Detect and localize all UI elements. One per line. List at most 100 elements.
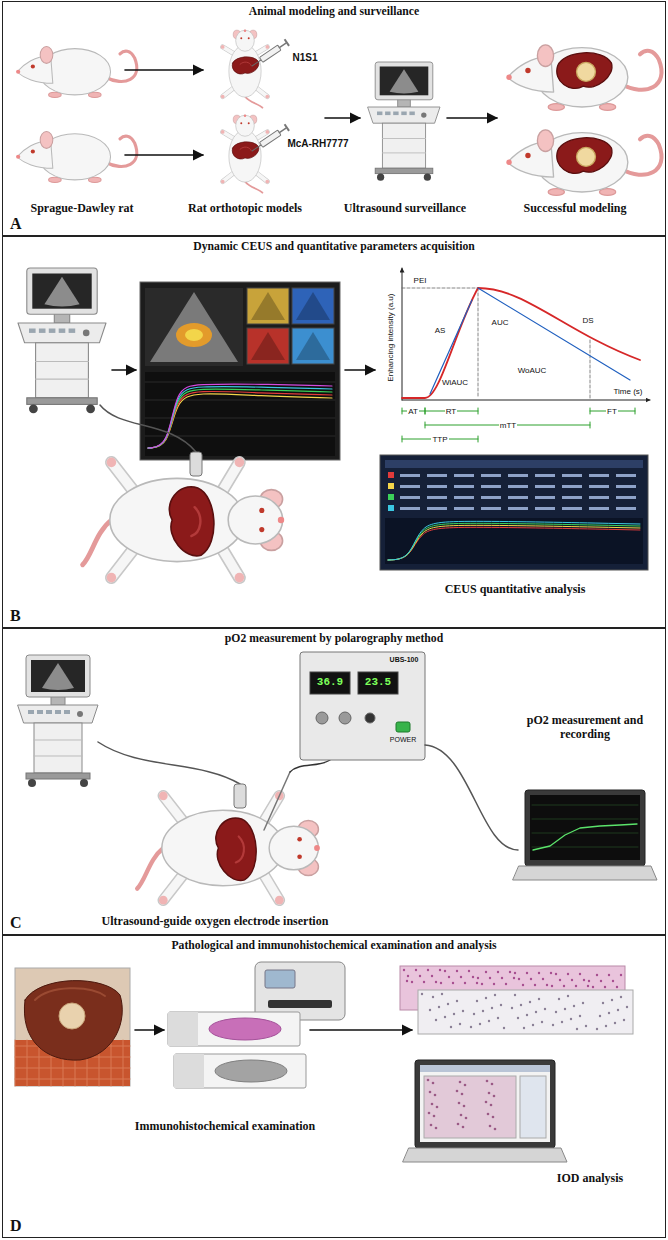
rat-liver: [216, 818, 256, 880]
rat-nose: [506, 160, 511, 165]
nucleus: [406, 980, 408, 982]
table-cell: [562, 485, 582, 488]
ihc-tissue: [215, 1060, 287, 1082]
contrast-blob: [176, 323, 212, 347]
rat-eye: [248, 37, 250, 39]
liver-specimen: [24, 981, 122, 1061]
drawer-line: [36, 379, 89, 380]
syringe-plunger: [279, 43, 286, 47]
panel-band: Animal modeling and surveillanceA: [2, 1, 666, 236]
tic-curve: [388, 525, 640, 560]
nucleus: [444, 1016, 446, 1018]
nucleus: [530, 978, 532, 980]
wheel: [377, 174, 384, 181]
nucleus: [600, 980, 602, 982]
wheel: [80, 779, 88, 787]
syringe-cap: [284, 39, 290, 47]
stained-cell: [493, 1095, 496, 1098]
rat-tail: [245, 182, 262, 193]
tic-chart: [402, 268, 650, 442]
grid-line: [532, 819, 638, 820]
nucleus: [509, 971, 511, 973]
rat-limb-outline: [163, 796, 183, 822]
rat-head: [236, 115, 255, 136]
time-parameter: AT: [407, 407, 419, 416]
rat-paw: [221, 95, 225, 99]
rat-limb-outline: [111, 462, 133, 491]
cart-body: [34, 723, 82, 773]
rat-body: [229, 45, 261, 97]
device-body: [300, 652, 425, 760]
rat-nose: [244, 115, 246, 117]
rat-eye: [259, 508, 264, 513]
stained-cell: [457, 1123, 460, 1126]
console-key: [29, 329, 36, 333]
stained-cell: [489, 1125, 492, 1128]
nucleus: [460, 976, 462, 978]
nucleus: [561, 1021, 563, 1023]
nucleus: [599, 1015, 601, 1017]
control-panel: [18, 323, 106, 343]
console-key: [39, 329, 46, 333]
rat-eye: [240, 122, 242, 124]
table-cell: [562, 474, 582, 477]
cell-line-label: N1S1: [292, 52, 317, 64]
panel-band: Pathological and immunohistochemical exa…: [2, 935, 666, 1238]
nucleus: [450, 1026, 452, 1028]
ihc-micrograph: [418, 990, 633, 1034]
rat-eye: [525, 153, 530, 158]
display-reading: 23.5: [365, 676, 391, 689]
gauze-thread: [15, 1068, 130, 1069]
liver-shape: [557, 138, 612, 174]
rat-supine: [137, 791, 320, 904]
contrast-core: [185, 329, 203, 341]
nucleus: [546, 984, 548, 986]
rat-tail: [245, 97, 262, 108]
console-key: [55, 710, 61, 714]
nucleus: [567, 995, 569, 997]
console-key: [393, 112, 398, 116]
cart-body: [382, 123, 425, 168]
panel-band: pO2 measurement by polarography methodC: [2, 628, 666, 935]
stained-cell: [485, 1101, 488, 1104]
row-marker: [388, 505, 394, 511]
nucleus: [608, 1012, 610, 1014]
nucleus: [432, 996, 434, 998]
rat-eye: [248, 122, 250, 124]
monitor-screen: [31, 660, 85, 692]
step-caption: Ultrasound-guide oxygen electrode insert…: [102, 915, 329, 929]
power-button: [396, 722, 410, 732]
flow-arrow: [345, 369, 375, 371]
tic-curve: [148, 387, 332, 448]
rat-limb: [223, 88, 234, 97]
nucleus: [448, 976, 450, 978]
connector-port: [365, 713, 375, 723]
panel-title: Animal modeling and surveillance: [3, 2, 665, 19]
nucleus: [421, 993, 423, 995]
table-cell: [400, 485, 420, 488]
panel-letter: B: [10, 607, 21, 625]
nucleus: [608, 974, 610, 976]
nucleus: [612, 980, 614, 982]
table-cell: [589, 496, 609, 499]
table-cell: [508, 507, 528, 510]
table-cell: [535, 496, 555, 499]
nucleus: [616, 986, 618, 988]
control-panel: [18, 705, 98, 723]
nucleus: [440, 982, 442, 984]
syringe-barrel: [259, 45, 281, 62]
table-cell: [535, 485, 555, 488]
nucleus: [447, 1003, 449, 1005]
bracket-tick: [425, 408, 426, 414]
nucleus: [538, 998, 540, 1000]
table-cell: [400, 474, 420, 477]
nucleus: [611, 999, 613, 1001]
rat-eye: [240, 37, 242, 39]
syringe: [250, 39, 290, 70]
step-caption: Rat orthotopic models: [188, 202, 302, 216]
laptop-frame: [415, 1060, 555, 1148]
cart-body: [36, 343, 89, 398]
display-reading: 36.9: [317, 676, 343, 689]
nucleus: [538, 972, 540, 974]
